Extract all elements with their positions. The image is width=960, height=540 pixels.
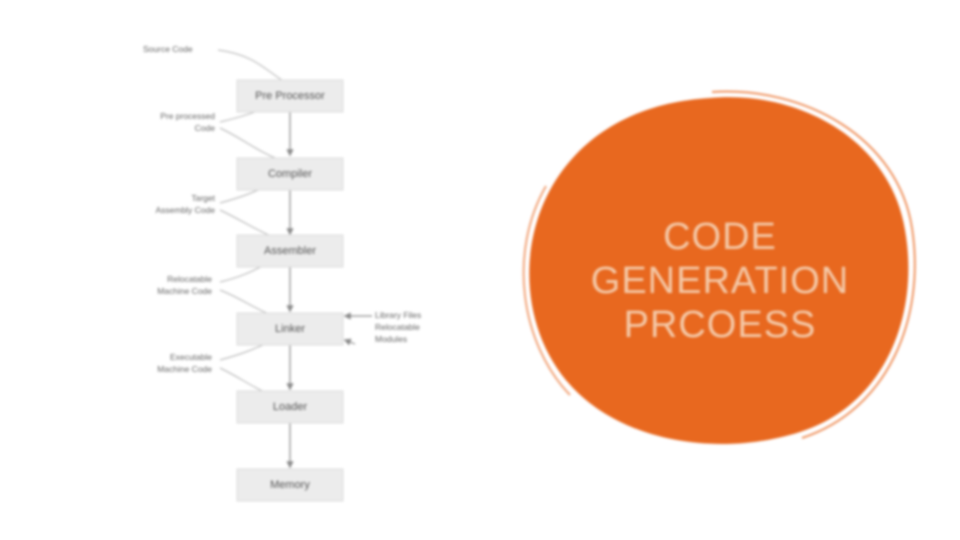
box-preprocessor: Pre Processor <box>236 79 344 113</box>
label-preprocessed-code-line2: Code <box>195 123 216 133</box>
box-compiler-label: Compiler <box>268 168 312 180</box>
label-library-files-line2: Relocatable <box>375 322 420 332</box>
label-relocatable-machine-line2: Machine Code <box>157 286 212 296</box>
label-source-code: Source Code <box>143 44 193 54</box>
box-loader: Loader <box>236 390 344 424</box>
title-line-3: PRCOESS <box>623 304 817 346</box>
box-linker-label: Linker <box>275 323 305 335</box>
box-assembler-label: Assembler <box>264 245 316 257</box>
label-preprocessed-code-line1: Pre processed <box>160 111 215 121</box>
compilation-flow-diagram: Pre Processor Compiler Assembler Linker … <box>143 44 421 502</box>
title-line-1: CODE <box>663 216 777 258</box>
label-executable-machine-line1: Executable <box>170 352 212 362</box>
box-assembler: Assembler <box>236 234 344 268</box>
label-executable-machine-line2: Machine Code <box>157 364 212 374</box>
title-orange-blob <box>522 90 916 445</box>
label-library-files-line1: Library Files <box>375 310 421 320</box>
label-target-assembly-line1: Target <box>191 193 215 203</box>
box-loader-label: Loader <box>273 401 308 413</box>
box-memory-label: Memory <box>270 479 310 491</box>
curve-executable-machine-code <box>219 336 283 399</box>
label-library-files-line3: Modules <box>375 334 407 344</box>
label-relocatable-machine-line1: Relocatable <box>167 274 212 284</box>
title-line-2: GENERATION <box>590 260 850 302</box>
box-compiler: Compiler <box>236 157 344 191</box>
box-preprocessor-label: Pre Processor <box>255 90 325 102</box>
label-target-assembly-line2: Assembly Code <box>155 205 215 215</box>
box-linker: Linker <box>236 312 344 346</box>
box-memory: Memory <box>236 468 344 502</box>
slide-title: CODE GENERATION PRCOESS <box>520 215 920 347</box>
library-arrow-bottom <box>343 338 356 346</box>
curve-source-code <box>217 49 286 83</box>
